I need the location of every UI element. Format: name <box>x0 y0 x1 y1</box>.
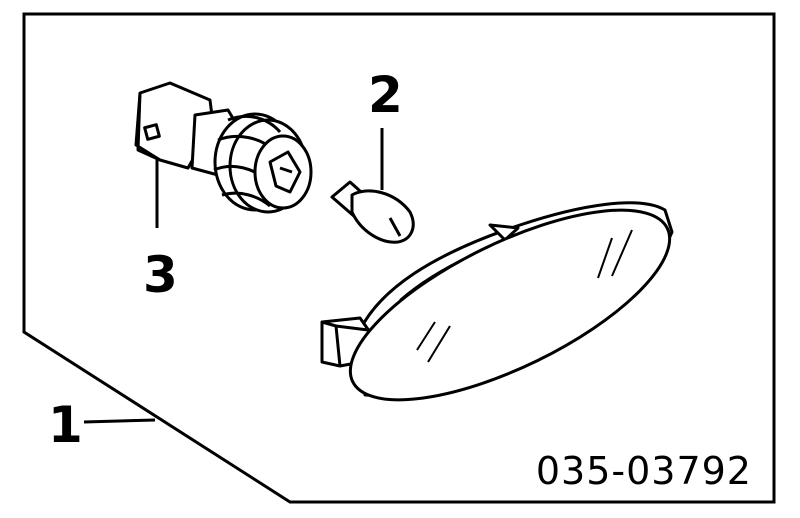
wedge-bulb <box>330 180 415 244</box>
callout-1: 1 <box>48 396 83 454</box>
callout-2: 2 <box>368 66 403 124</box>
callout-3: 3 <box>143 246 178 304</box>
side-marker-lamp <box>320 201 674 402</box>
bulb-socket <box>134 81 313 214</box>
leader-line-1 <box>83 418 156 424</box>
diagram-frame <box>22 12 776 504</box>
part-code: 035-03792 <box>536 449 752 493</box>
